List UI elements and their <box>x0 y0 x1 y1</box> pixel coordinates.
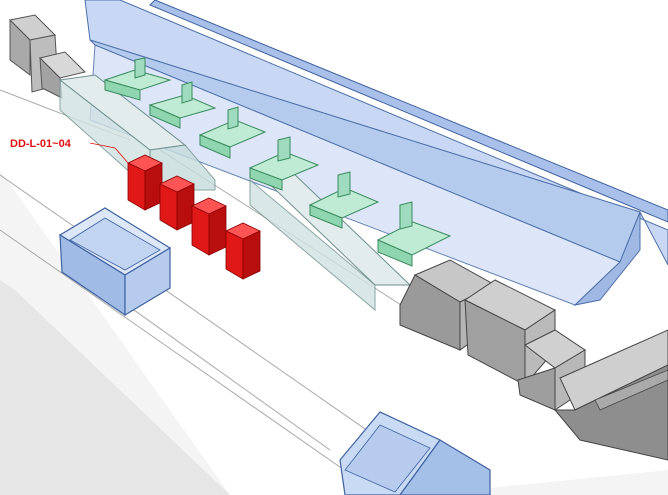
green-partition-5 <box>308 171 380 229</box>
gray-structure-top-left <box>8 14 86 99</box>
green-partition-6 <box>376 201 452 267</box>
red-equipment-unit-01[interactable] <box>127 154 163 211</box>
green-partition-2 <box>148 81 217 129</box>
blue-glass-box-left <box>58 207 172 317</box>
red-equipment-group <box>127 154 261 280</box>
blue-glass-enclosure-long <box>84 0 668 306</box>
red-equipment-unit-04[interactable] <box>225 222 261 280</box>
green-partitions <box>103 57 452 267</box>
callout-leader-line <box>89 142 129 164</box>
blue-glass-box-bottom <box>339 411 491 495</box>
red-equipment-unit-02[interactable] <box>159 175 195 231</box>
gray-structure-bottom-right <box>399 259 668 461</box>
green-partition-4 <box>248 136 320 191</box>
callout-label: DD-L-01~04 <box>10 138 72 150</box>
equipment-callout: DD-L-01~04 <box>10 138 129 164</box>
green-partition-1 <box>103 57 172 101</box>
green-partition-3 <box>198 106 267 159</box>
red-equipment-unit-03[interactable] <box>191 197 227 256</box>
